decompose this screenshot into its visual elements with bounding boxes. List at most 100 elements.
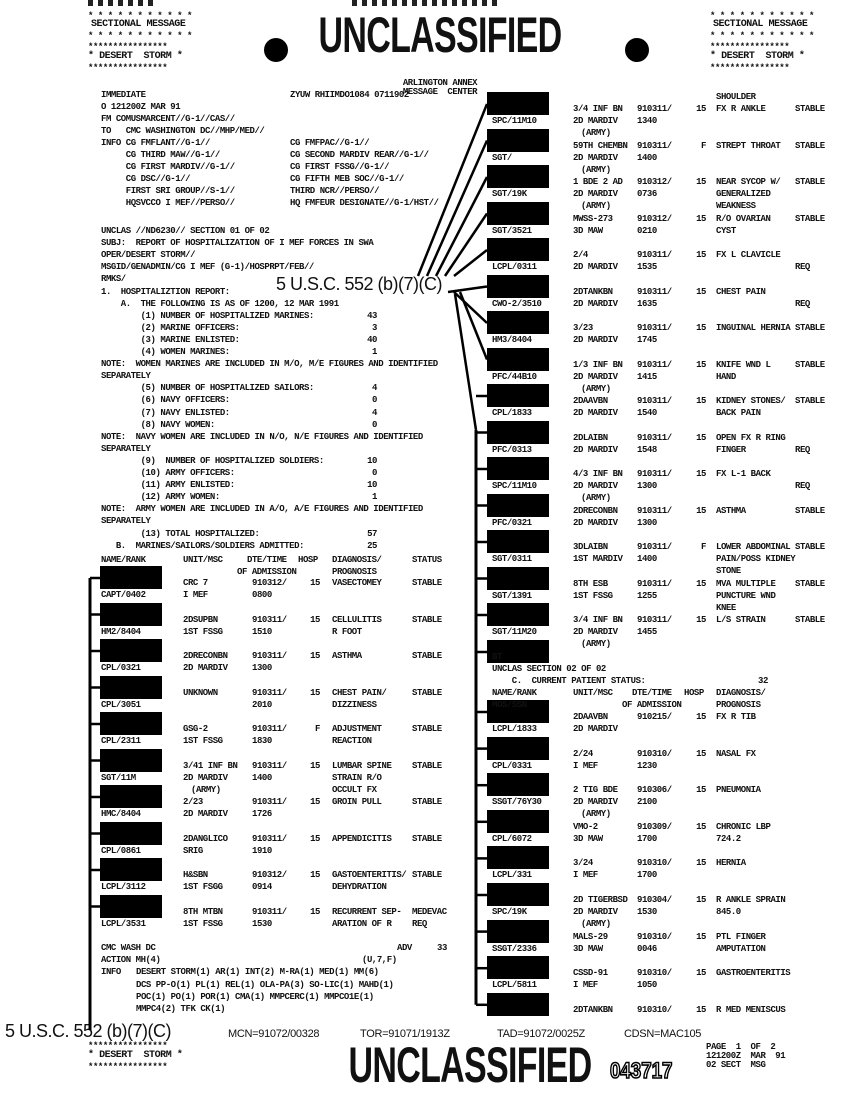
record-rank-mos: SSGT/2336 [492, 943, 537, 954]
record-rank-mos: CPL/3051 [101, 699, 141, 710]
distribution-info-line: DESERT STORM(1) AR(1) INT(2) M-RA(1) MED… [136, 967, 379, 977]
record-rank-mos: HM2/8404 [101, 626, 141, 637]
record-status: REQ [412, 918, 427, 929]
record-unit: 3/23 [573, 323, 593, 333]
record-rank-mos: SGT/0311 [492, 554, 532, 564]
record-admission-time: 910309/ [637, 821, 672, 832]
section-2-title: UNCLAS SECTION 02 OF 02 [492, 664, 606, 674]
record-rank-mos: SSGT/76Y30 [492, 797, 542, 808]
body-line-value: 4 [372, 407, 377, 418]
body-line-value: 43 [367, 310, 377, 321]
desert-storm-label: * DESERT STORM * [88, 51, 183, 62]
record-rank-mos: SPC/19K [492, 907, 527, 917]
record-unit: (ARMY) [581, 128, 611, 138]
body-line-value: 57 [367, 528, 377, 539]
record-rank-mos: PFC/44B10 [492, 371, 537, 382]
record-unit: 3D MAW [573, 833, 603, 844]
record-status: STABLE [412, 870, 442, 880]
record-unit: 2/23 [183, 797, 203, 807]
redaction-box [100, 712, 162, 735]
record-admission-time: 910311/ [637, 615, 672, 625]
record-admission-time: 910304/ [637, 895, 672, 905]
record-status: STABLE [795, 359, 825, 370]
bracket-line [434, 176, 489, 277]
col-header-date: DTE/TIME [247, 555, 287, 565]
record-admission-time: 1530 [637, 907, 657, 917]
record-admission-time: 1300 [252, 663, 272, 673]
sectional-message-label: SECTIONAL MESSAGE [91, 19, 186, 30]
record-unit: 2DRECONBN [573, 505, 618, 516]
record-admission-time: 1700 [637, 870, 657, 881]
redaction-box [487, 274, 549, 298]
redaction-box [487, 201, 549, 225]
record-unit: MWSS-273 [573, 213, 613, 224]
record-rank-mos: LCPL/331 [492, 870, 532, 881]
redaction-box [100, 675, 162, 699]
footer-cdsn: CDSN=MAC105 [624, 1028, 702, 1040]
record-diagnosis: INGUINAL HERNIA [716, 323, 791, 333]
record-hosp: 15 [696, 286, 706, 297]
body-line: A. THE FOLLOWING IS AS OF 1200, 12 MAR 1… [101, 298, 339, 309]
body-line: (5) NUMBER OF HOSPITALIZED SAILORS: [101, 383, 315, 394]
record-unit: (ARMY) [581, 164, 611, 175]
record-diagnosis: MVA MULTIPLE [716, 578, 776, 589]
record-status: STABLE [412, 651, 442, 661]
record-unit: 2/24 [573, 748, 593, 759]
record-unit: 2D MARDIV [573, 371, 618, 382]
star-row: **************** [88, 63, 168, 73]
dot-row: * * * * * * * * * * * [88, 31, 192, 41]
record-hosp: 15 [696, 578, 706, 589]
body-line-value: 10 [367, 480, 377, 491]
body-line-value: 1 [372, 492, 377, 503]
record-diagnosis: R MED MENISCUS [716, 1004, 786, 1015]
record-admission-time: 910311/ [252, 614, 287, 625]
record-unit: 3/4 INF BN [573, 104, 623, 114]
record-hosp: 15 [696, 748, 706, 759]
star-row: **************** [88, 42, 168, 52]
distribution-codes: (U,7,F) [362, 955, 397, 965]
record-diagnosis: NASAL FX [716, 748, 756, 759]
redaction-box [100, 821, 162, 845]
record-rank-mos: SGT/3521 [492, 225, 532, 236]
desert-storm-label: * DESERT STORM * [710, 51, 805, 62]
record-hosp: 15 [696, 858, 706, 869]
record-admission-time: 1540 [637, 408, 657, 418]
record-admission-time: 1300 [637, 517, 657, 528]
record-unit: 2D MARDIV [573, 189, 618, 199]
record-diagnosis: LOWER ABDOMINAL [716, 542, 791, 552]
body-line: MSGID/GENADMIN/CG I MEF (G-1)/HOSPRPT/FE… [101, 262, 314, 273]
record-status: REQ [795, 262, 810, 272]
record-unit: 2DTANKBN [573, 1004, 613, 1015]
record-diagnosis: AMPUTATION [716, 943, 766, 954]
record-hosp: 15 [310, 651, 320, 661]
record-unit: I MEF [573, 870, 598, 881]
record-status: STABLE [795, 140, 825, 151]
record-unit: 2DRECONBN [183, 651, 228, 661]
record-admission-time: 910311/ [637, 578, 672, 589]
record-unit: (ARMY) [581, 809, 611, 820]
record-hosp: 15 [696, 432, 706, 443]
header-line-col2: CG FIFTH MEB SOC//G-1// [290, 174, 404, 184]
record-admission-time: 1830 [252, 736, 272, 746]
classification-banner-bottom: UNCLASSIFIED [348, 1037, 592, 1093]
body-line-value: 10 [367, 455, 377, 466]
dot-row: * * * * * * * * * * * [710, 11, 814, 21]
col-header-name-rank: NAME/RANK [492, 688, 537, 698]
redaction-exemption-label: 5 U.S.C. 552 (b)(7)(C) [276, 274, 443, 294]
record-diagnosis: 724.2 [716, 833, 741, 844]
bracket-line [458, 291, 489, 360]
record-unit: 2D MARDIV [573, 481, 618, 491]
record-unit: 2D MARDIV [573, 517, 618, 528]
record-diagnosis: FX R TIB [716, 712, 756, 722]
footer-dtg: 121200Z MAR 91 [706, 1051, 786, 1061]
header-line: IMMEDIATE [101, 90, 146, 100]
record-unit: 1ST FSSG [183, 918, 223, 929]
record-unit: I MEF [573, 760, 598, 771]
record-admission-time: 2010 [252, 699, 272, 710]
record-diagnosis: FX R ANKLE [716, 104, 766, 114]
record-admission-time: 0210 [637, 225, 657, 236]
record-diagnosis: L/S STRAIN [716, 615, 766, 625]
record-rank-mos: LCPL/0311 [492, 262, 537, 272]
bt-marker: BT [492, 652, 502, 662]
record-admission-time: 910310/ [637, 1004, 672, 1015]
